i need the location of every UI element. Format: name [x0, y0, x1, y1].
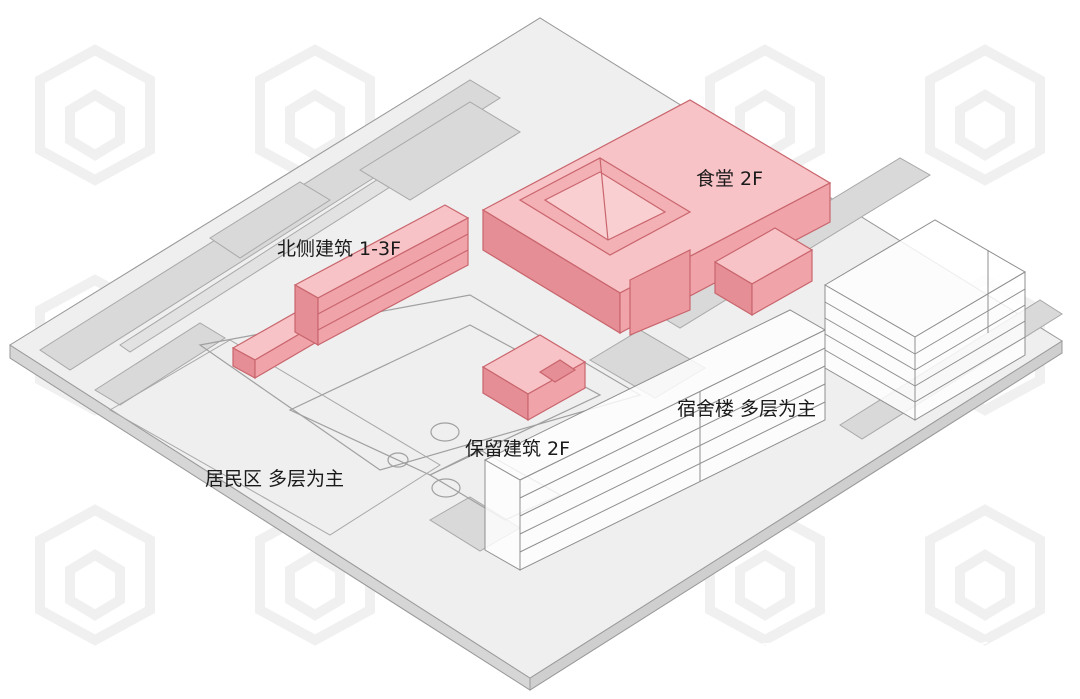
preserved-building [481, 334, 587, 422]
label-north-buildings: 北侧建筑 1-3F [277, 238, 401, 260]
label-dormitory: 宿舍楼 多层为主 [677, 398, 816, 420]
north-buildings [231, 204, 470, 380]
label-residential-area: 居民区 多层为主 [205, 468, 344, 490]
residential-block [108, 339, 441, 536]
dormitory-building [483, 219, 1026, 571]
label-canteen: 食堂 2F [696, 168, 763, 190]
source-credit: 知乎 @东联设计研究所 [733, 640, 1001, 670]
canteen-building [481, 99, 832, 336]
label-preserved-building: 保留建筑 2F [465, 438, 570, 460]
